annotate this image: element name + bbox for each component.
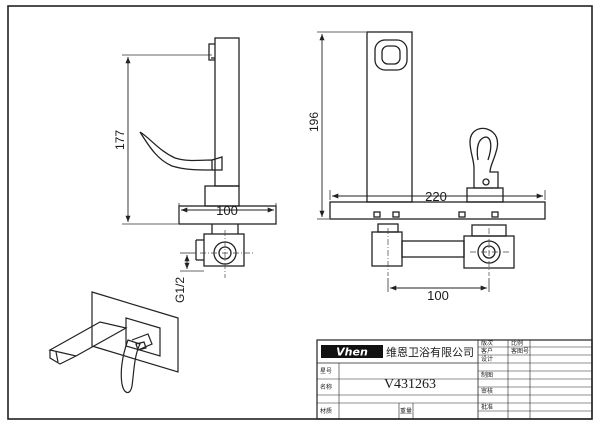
dim-side-height: 177 (113, 130, 127, 150)
row-label-2: 名称 (320, 383, 332, 391)
dim-side-width: 100 (216, 203, 238, 218)
sheet-border (7, 5, 593, 420)
tb-label-client: 客户 (481, 347, 493, 355)
tb-label-design: 设计 (481, 355, 493, 363)
logo-box (321, 345, 383, 358)
side-view (139, 37, 277, 267)
model-number: V431263 (384, 377, 436, 392)
weight-label: 重量 (400, 407, 412, 415)
title-block (316, 339, 593, 420)
tb-label-scale: 比例 (511, 339, 523, 347)
tb-label-client-drawing: 客图号 (511, 347, 529, 355)
tb-label-approve: 批准 (481, 403, 493, 411)
row-label-3: 材质 (320, 407, 332, 415)
row-label-1: 星号 (320, 368, 332, 375)
dim-thread: G1/2 (173, 277, 187, 303)
tb-label-version: 版次 (481, 339, 493, 347)
tb-label-review: 审核 (481, 387, 493, 395)
dim-front-width: 220 (425, 189, 447, 204)
company-name: 维恩卫浴有限公司 (386, 345, 474, 359)
isometric-view (48, 291, 179, 394)
logo: Vhen (336, 346, 368, 359)
tb-label-draft: 制图 (481, 371, 493, 379)
dim-bottom-width: 100 (427, 288, 449, 303)
front-view (329, 31, 546, 269)
dim-front-height: 196 (307, 112, 321, 132)
